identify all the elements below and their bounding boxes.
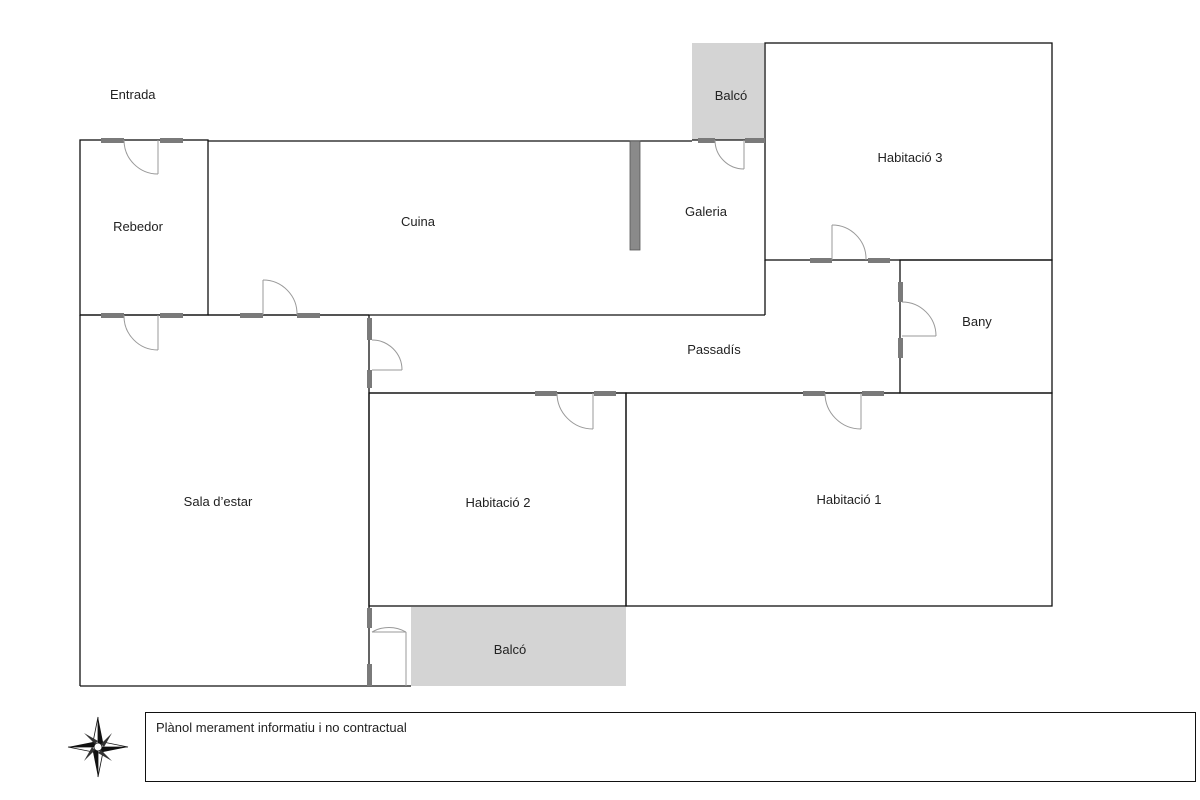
disclaimer-box: Plànol merament informatiu i no contract… xyxy=(145,712,1196,782)
room-label-passadis: Passadís xyxy=(687,342,741,357)
room-label-sala-estar: Sala d’estar xyxy=(184,494,253,509)
room-label-habitacio-1: Habitació 1 xyxy=(816,492,881,507)
room-label-balcony-bottom: Balcó xyxy=(494,642,527,657)
partition-wall xyxy=(629,140,641,251)
room-label-rebedor: Rebedor xyxy=(113,219,164,234)
compass-rose-icon xyxy=(67,716,129,778)
room-label-galeria: Galeria xyxy=(685,204,728,219)
disclaimer-text: Plànol merament informatiu i no contract… xyxy=(156,720,407,735)
entrance-label: Entrada xyxy=(110,87,156,102)
room-label-bany: Bany xyxy=(962,314,992,329)
room-label-habitacio-2: Habitació 2 xyxy=(465,495,530,510)
balcony-top-area xyxy=(692,43,764,140)
room-label-balcony-top: Balcó xyxy=(715,88,748,103)
room-label-habitacio-3: Habitació 3 xyxy=(877,150,942,165)
walls xyxy=(79,42,1053,687)
room-label-cuina: Cuina xyxy=(401,214,436,229)
balcony-bottom-area xyxy=(411,607,626,686)
doors xyxy=(101,138,937,686)
